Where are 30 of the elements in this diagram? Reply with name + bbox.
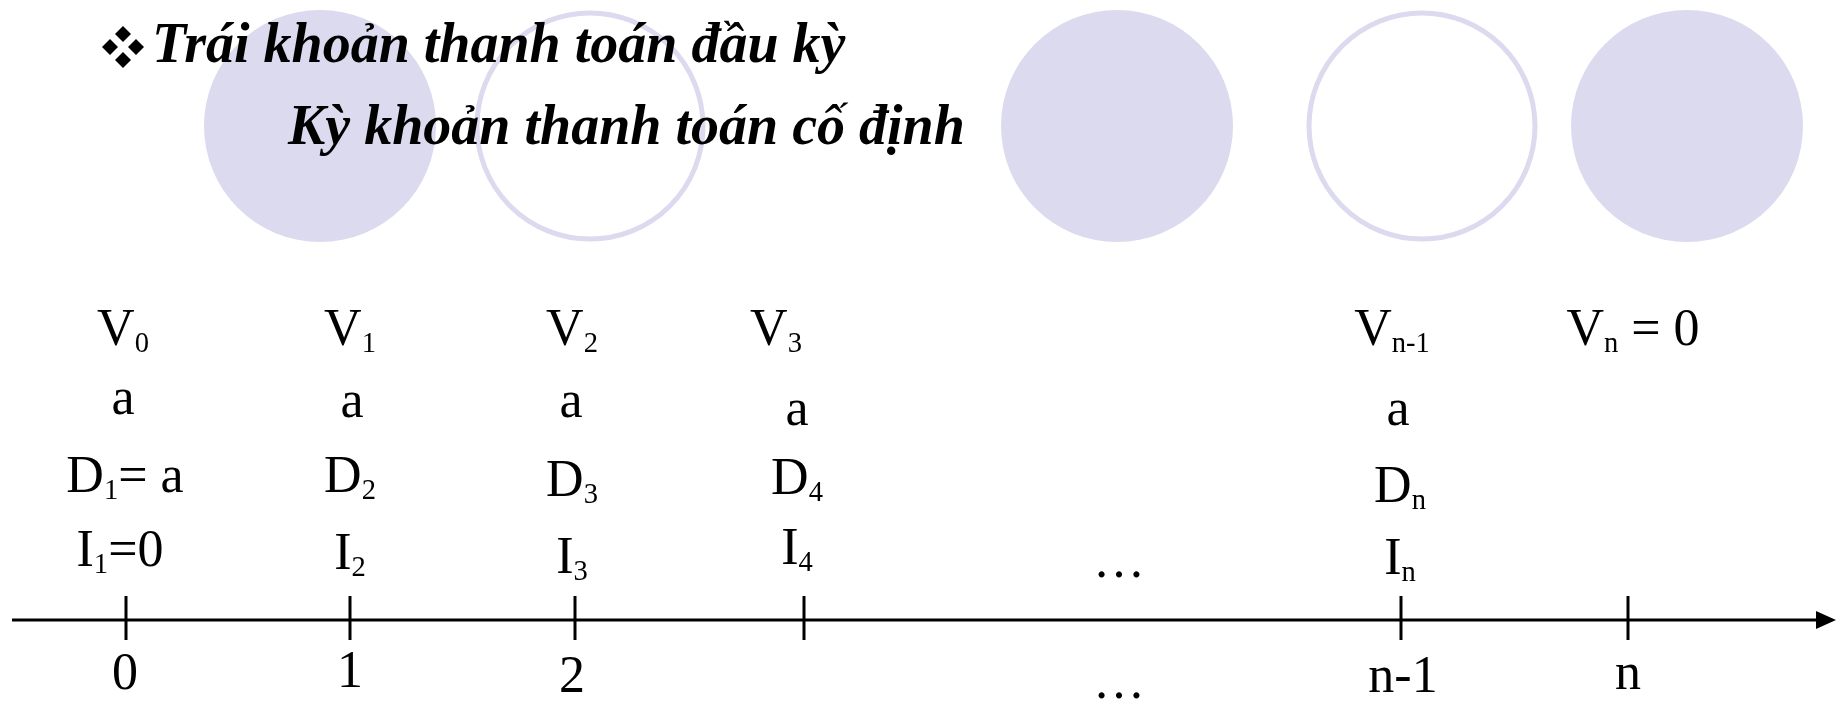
title: Trái khoản thanh toán đầu kỳ — [152, 11, 846, 76]
math-label: V$_{2}$ — [546, 299, 598, 359]
math-label: … — [1093, 652, 1145, 702]
math-label: V$_{0}$ — [97, 299, 149, 359]
math-label: … — [1093, 531, 1145, 589]
math-label: V$_{3}$ — [750, 299, 802, 359]
math-label: I$_{1}$=0 — [76, 520, 164, 580]
math-label: a — [111, 368, 135, 426]
math-label: 0 — [112, 643, 138, 701]
math-label: I$_{2}$ — [334, 523, 366, 583]
math-label: V$_{1}$ — [324, 299, 376, 359]
math-label: V$_{n-1}$ — [1354, 299, 1430, 359]
math-label: D$_{2}$ — [324, 446, 376, 506]
math-label: D$_{1}$= a — [66, 446, 184, 506]
math-label: I$_{4}$ — [781, 518, 813, 578]
math-label: V$_{n}$ = 0 — [1566, 299, 1700, 359]
math-label: a — [340, 371, 364, 429]
math-label: I$_{n}$ — [1384, 528, 1416, 588]
math-label: D$_{4}$ — [771, 448, 823, 508]
math-label: D$_{n}$ — [1374, 456, 1426, 516]
math-label: a — [785, 379, 809, 437]
math-label: 2 — [559, 646, 585, 702]
math-label: a — [559, 371, 583, 429]
subtitle: Kỳ khoản thanh toán cố định — [288, 93, 965, 158]
math-label: D$_{3}$ — [546, 450, 598, 510]
math-label: 1 — [337, 641, 363, 699]
math-label: a — [1386, 379, 1410, 437]
math-label: n-1 — [1368, 646, 1438, 702]
math-label: n — [1615, 643, 1641, 701]
math-label: I$_{3}$ — [556, 527, 588, 587]
